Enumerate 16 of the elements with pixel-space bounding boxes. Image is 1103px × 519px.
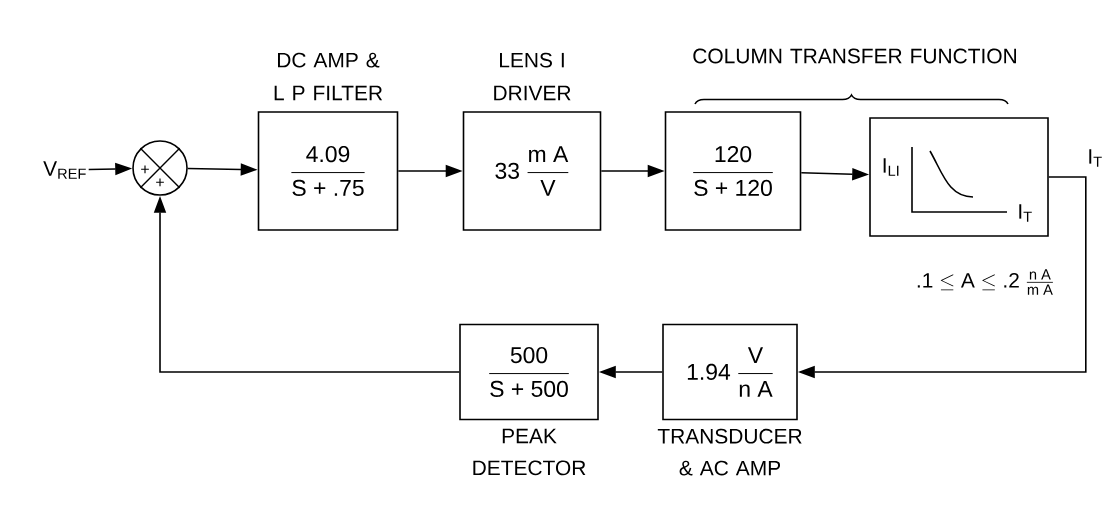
- group-label: COLUMN TRANSFER FUNCTION: [693, 48, 1016, 64]
- block-label: LENS I DRIVER: [494, 52, 571, 101]
- summing-junction: + +: [132, 140, 188, 196]
- transfer-block: $\frac{\text{500}}{\text{S + 500}}$: [459, 323, 599, 421]
- gain-range-label: $\text{.1} \le \text{A} \le \text{.2 }\frac{\text{n A}}{\text{m A}}$: [917, 269, 1053, 295]
- axis-label: I$_{T}$: [1019, 204, 1032, 222]
- transfer-block: $\frac{\text{120}}{\text{S + 120}}$: [664, 111, 802, 231]
- block-label: TRANSDUCER & AC AMP: [657, 428, 802, 476]
- axis-label: I$_{LI}$: [883, 158, 899, 176]
- transfer-block: $\text{1.94 }\frac{\text{V}}{\text{n A}}$: [662, 323, 798, 421]
- transfer-block: $\frac{\text{4.09}}{\text{S + .75}}$: [257, 111, 399, 231]
- signal-label: V$_{REF}$: [43, 161, 86, 179]
- block-label: DC AMP & L P FILTER: [274, 52, 383, 101]
- block-label: PEAK DETECTOR: [473, 428, 586, 476]
- transfer-block: $\text{33 }\frac{\text{m A}}{\text{V}}$: [462, 111, 602, 231]
- signal-label: I$_{T}$: [1085, 147, 1103, 169]
